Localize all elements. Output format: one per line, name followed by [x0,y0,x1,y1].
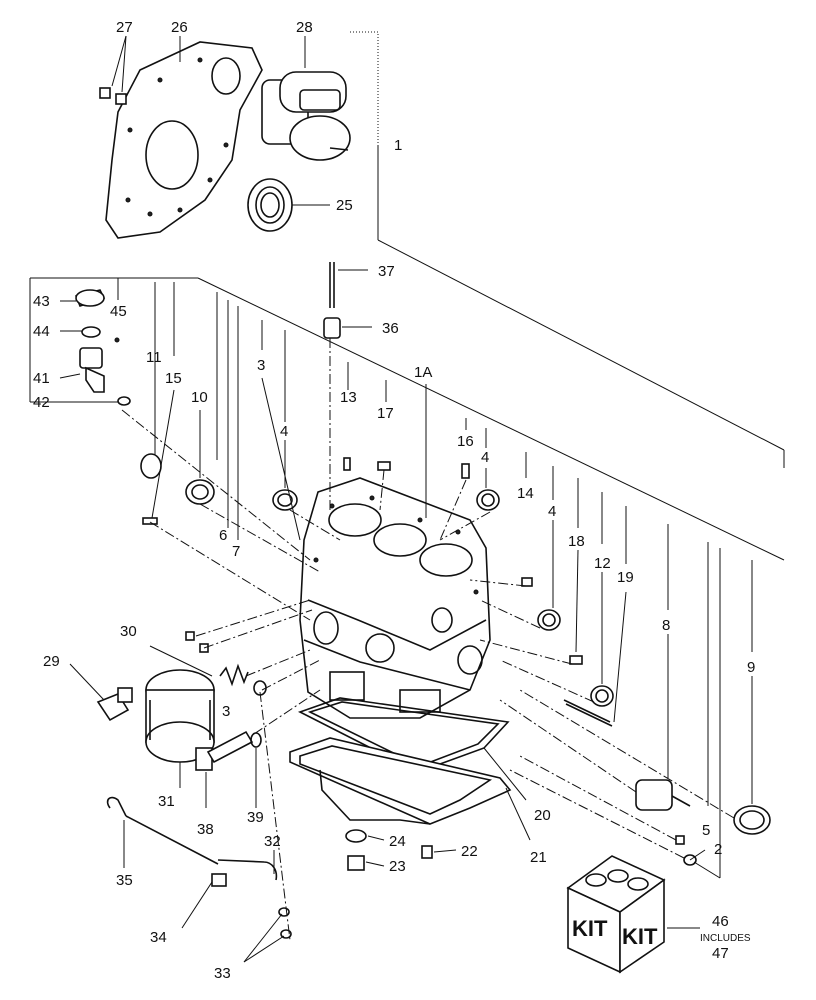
callout-26: 26 [171,19,188,36]
callout-47: 47 [712,945,729,962]
callout-9: 9 [747,659,755,676]
callout-11: 11 [146,349,162,366]
callout-20: 20 [534,807,551,824]
relief-spring [219,663,249,687]
callout-46: 46 [712,913,729,930]
callout-21: 21 [530,849,547,866]
pin-14 [521,577,533,587]
ring-2 [683,854,697,866]
callout-labels: 27 26 28 1 25 37 36 43 44 45 41 42 11 15… [33,19,755,982]
sensor-8 [635,779,691,811]
callout-30: 30 [120,623,137,640]
callout-35: 35 [116,872,133,889]
callout-27: 27 [116,19,133,36]
callout-3-upper: 3 [257,357,265,374]
kit-box [566,855,666,974]
oil-filler-assembly [74,289,131,406]
callout-25: 25 [336,197,353,214]
dowel-pin [323,317,341,339]
kit-label-right: KIT [622,924,658,949]
callout-4-left: 4 [280,423,288,440]
bushing-d [590,685,614,707]
callout-34: 34 [150,929,167,946]
stud [377,461,391,471]
oil-pan [289,737,512,825]
filter-bolt [195,730,254,771]
callout-1a: 1A [414,364,432,381]
bushing-b [476,489,500,511]
cylinder-block [299,477,491,719]
callout-15: 15 [165,370,182,387]
callout-5: 5 [702,822,710,839]
kit-includes-label: INCLUDES [700,933,751,944]
callout-43: 43 [33,293,50,310]
stud-19 [563,699,613,727]
callout-39: 39 [247,809,264,826]
callout-24: 24 [389,833,406,850]
callout-33: 33 [214,965,231,982]
pin [142,517,158,525]
oil-filter [145,669,215,763]
callout-23: 23 [389,858,406,875]
callout-18: 18 [568,533,585,550]
plug [140,453,162,479]
callout-38: 38 [197,821,214,838]
callout-32: 32 [264,833,281,850]
plug-9 [733,805,771,835]
callout-29: 29 [43,653,60,670]
oil-seal [247,178,293,232]
callout-4-mid: 4 [481,449,489,466]
bushing-a [272,489,298,511]
kit-label-left: KIT [572,916,608,941]
callout-42: 42 [33,394,50,411]
pin-16 [461,463,470,479]
callout-2: 2 [714,841,722,858]
push-rod [329,262,335,308]
drain-plug-assy [345,829,433,871]
callout-4-right: 4 [548,503,556,520]
callout-10: 10 [191,389,208,406]
plate-bolts [99,87,127,105]
starter-motor [261,71,351,161]
callout-13: 13 [340,389,357,406]
callout-7: 7 [232,543,240,560]
callout-44: 44 [33,323,50,340]
callout-36: 36 [382,320,399,337]
callout-41: 41 [33,370,50,387]
pin-5 [675,835,685,845]
bearing [185,479,215,505]
pin-13 [343,457,351,471]
callout-1: 1 [394,137,402,154]
callout-19: 19 [617,569,634,586]
oil-pressure-switch [96,687,133,722]
callout-17: 17 [377,405,394,422]
callout-45: 45 [110,303,127,320]
callout-3-lower: 3 [222,703,230,720]
callout-8: 8 [662,617,670,634]
fitting-18 [569,655,583,665]
bushing-c [537,609,561,631]
dipstick [106,796,292,939]
callout-37: 37 [378,263,395,280]
o-ring [250,732,262,748]
rear-plate [105,41,263,239]
callout-12: 12 [594,555,611,572]
pin-6 [185,631,195,641]
callout-16: 16 [457,433,474,450]
callout-6: 6 [219,527,227,544]
callout-22: 22 [461,843,478,860]
callout-28: 28 [296,19,313,36]
callout-14: 14 [517,485,534,502]
callout-31: 31 [158,793,175,810]
